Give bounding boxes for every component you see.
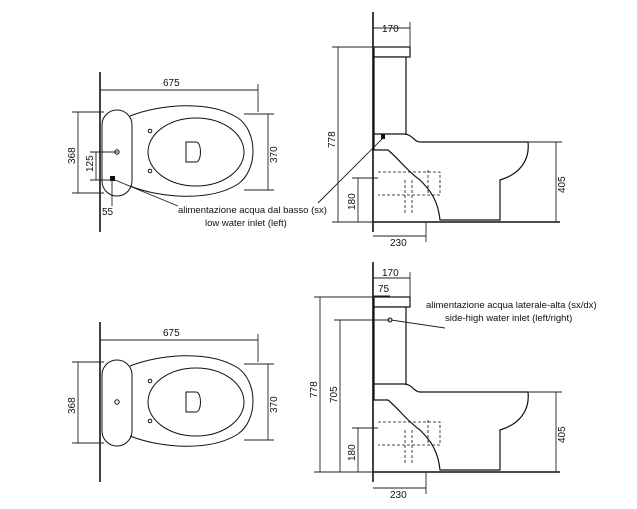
dim-label-75: 75 <box>378 284 390 295</box>
top-plan-view: 675 368 125 55 370 <box>67 72 280 232</box>
inlet-marker <box>381 134 385 139</box>
bowl-outline <box>129 355 254 447</box>
drain-outline <box>185 391 201 413</box>
top-side-view: 170 778 180 405 230 <box>317 12 568 249</box>
note-leader <box>390 319 446 329</box>
hinge-dot <box>147 168 153 174</box>
trap-hidden <box>378 421 441 446</box>
dim-label-180: 180 <box>347 444 358 461</box>
dim-label-778: 778 <box>327 131 338 148</box>
inlet-note-en: low water inlet (left) <box>205 218 287 229</box>
trap-hidden <box>378 171 441 196</box>
dim-label-705: 705 <box>329 386 340 403</box>
hinge-dot <box>147 378 153 384</box>
hinge-dot <box>147 128 153 134</box>
bowl-inner <box>147 117 245 187</box>
dim-label-370: 370 <box>269 396 280 413</box>
dim-label-368: 368 <box>67 397 78 414</box>
bowl-side <box>373 383 529 471</box>
dim-label-230: 230 <box>390 490 407 501</box>
inlet-note-it: alimentazione acqua laterale-alta (sx/dx… <box>426 300 597 311</box>
drain-outline <box>185 141 201 163</box>
trap-hidden <box>404 420 429 465</box>
dim-label-778: 778 <box>309 381 320 398</box>
tank-lid <box>373 296 411 308</box>
dim-label-370: 370 <box>269 146 280 163</box>
dim-label-180: 180 <box>347 193 358 210</box>
dim-label-405: 405 <box>557 176 568 193</box>
dim-label-170: 170 <box>382 268 399 279</box>
hinge-dot <box>147 418 153 424</box>
tank-plan <box>101 359 133 447</box>
tank-plan <box>101 109 133 197</box>
tank-body <box>373 306 407 386</box>
tank-body <box>373 56 407 136</box>
inlet-note-en: side-high water inlet (left/right) <box>445 313 572 324</box>
trap-hidden <box>404 170 429 215</box>
dim-label-125: 125 <box>85 155 96 172</box>
note-leader <box>317 137 384 204</box>
inlet-note-it: alimentazione acqua dal basso (sx) <box>178 205 327 216</box>
bowl-outline <box>129 105 254 197</box>
bottom-side-view: 170 75 778 705 180 405 230 <box>309 262 568 501</box>
flush-button <box>114 399 120 405</box>
dim-label-675: 675 <box>163 328 180 339</box>
bowl-inner <box>147 367 245 437</box>
dim-label-675: 675 <box>163 78 180 89</box>
dim-label-170: 170 <box>382 24 399 35</box>
bottom-plan-view: 675 368 370 <box>67 322 280 482</box>
dim-label-405: 405 <box>557 426 568 443</box>
bowl-side <box>373 133 529 221</box>
inlet-marker <box>110 176 115 181</box>
dim-label-55: 55 <box>102 207 114 218</box>
dim-label-368: 368 <box>67 147 78 164</box>
tank-lid <box>373 46 411 58</box>
dim-label-230: 230 <box>390 238 407 249</box>
note-leader <box>114 179 179 207</box>
